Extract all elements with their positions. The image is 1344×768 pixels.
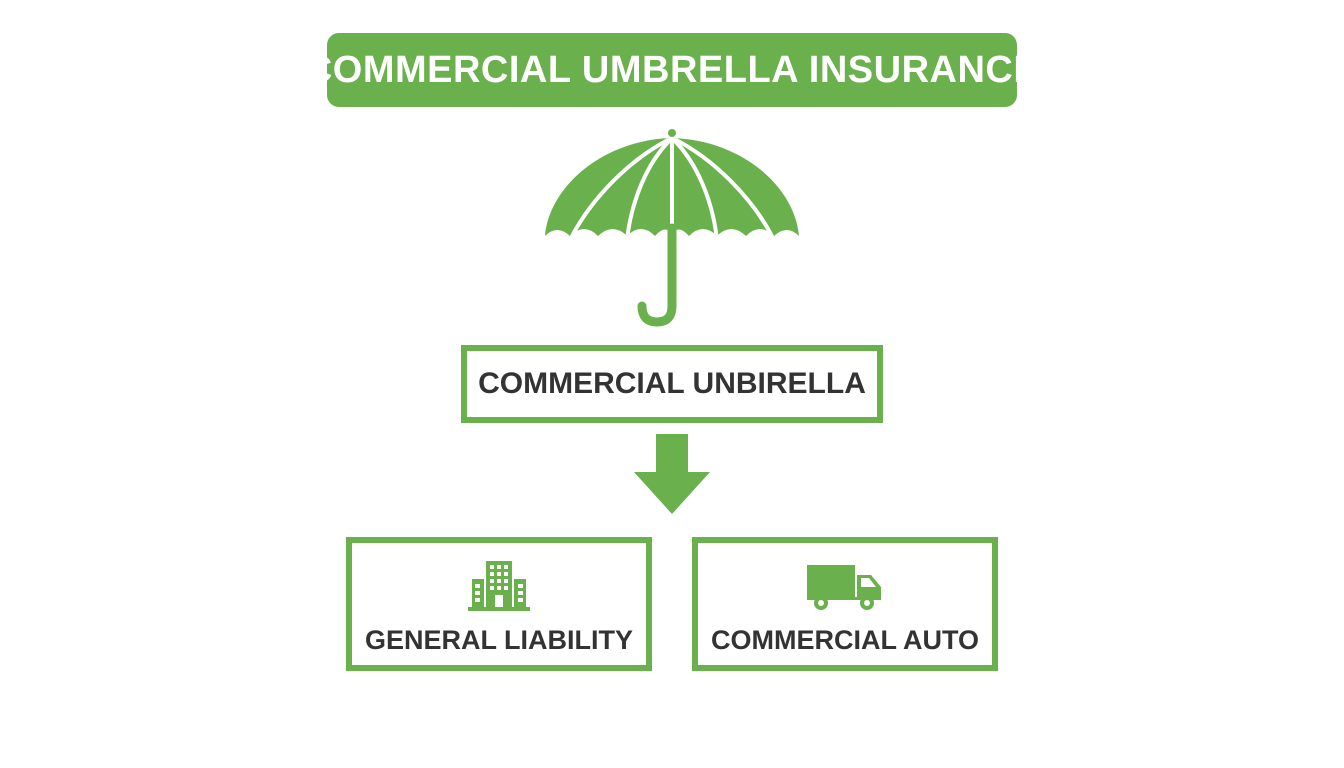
- general-liability-node: GENERAL LIABILITY: [346, 537, 652, 671]
- commercial-auto-node: COMMERCIAL AUTO: [692, 537, 998, 671]
- main-node-label: COMMERCIAL UNBIRELLA: [478, 367, 866, 400]
- commercial-umbrella-node: COMMERCIAL UNBIRELLA: [461, 345, 883, 423]
- building-icon: [468, 561, 530, 611]
- down-arrow-icon: [634, 434, 710, 514]
- umbrella-icon: [545, 129, 799, 327]
- title-banner: COMMERCIAL UMBRELLA INSURANCE: [305, 33, 1039, 107]
- commercial-auto-label: COMMERCIAL AUTO: [711, 625, 979, 655]
- truck-icon: [807, 565, 881, 610]
- page-title: COMMERCIAL UMBRELLA INSURANCE: [304, 48, 1040, 91]
- general-liability-label: GENERAL LIABILITY: [364, 625, 633, 655]
